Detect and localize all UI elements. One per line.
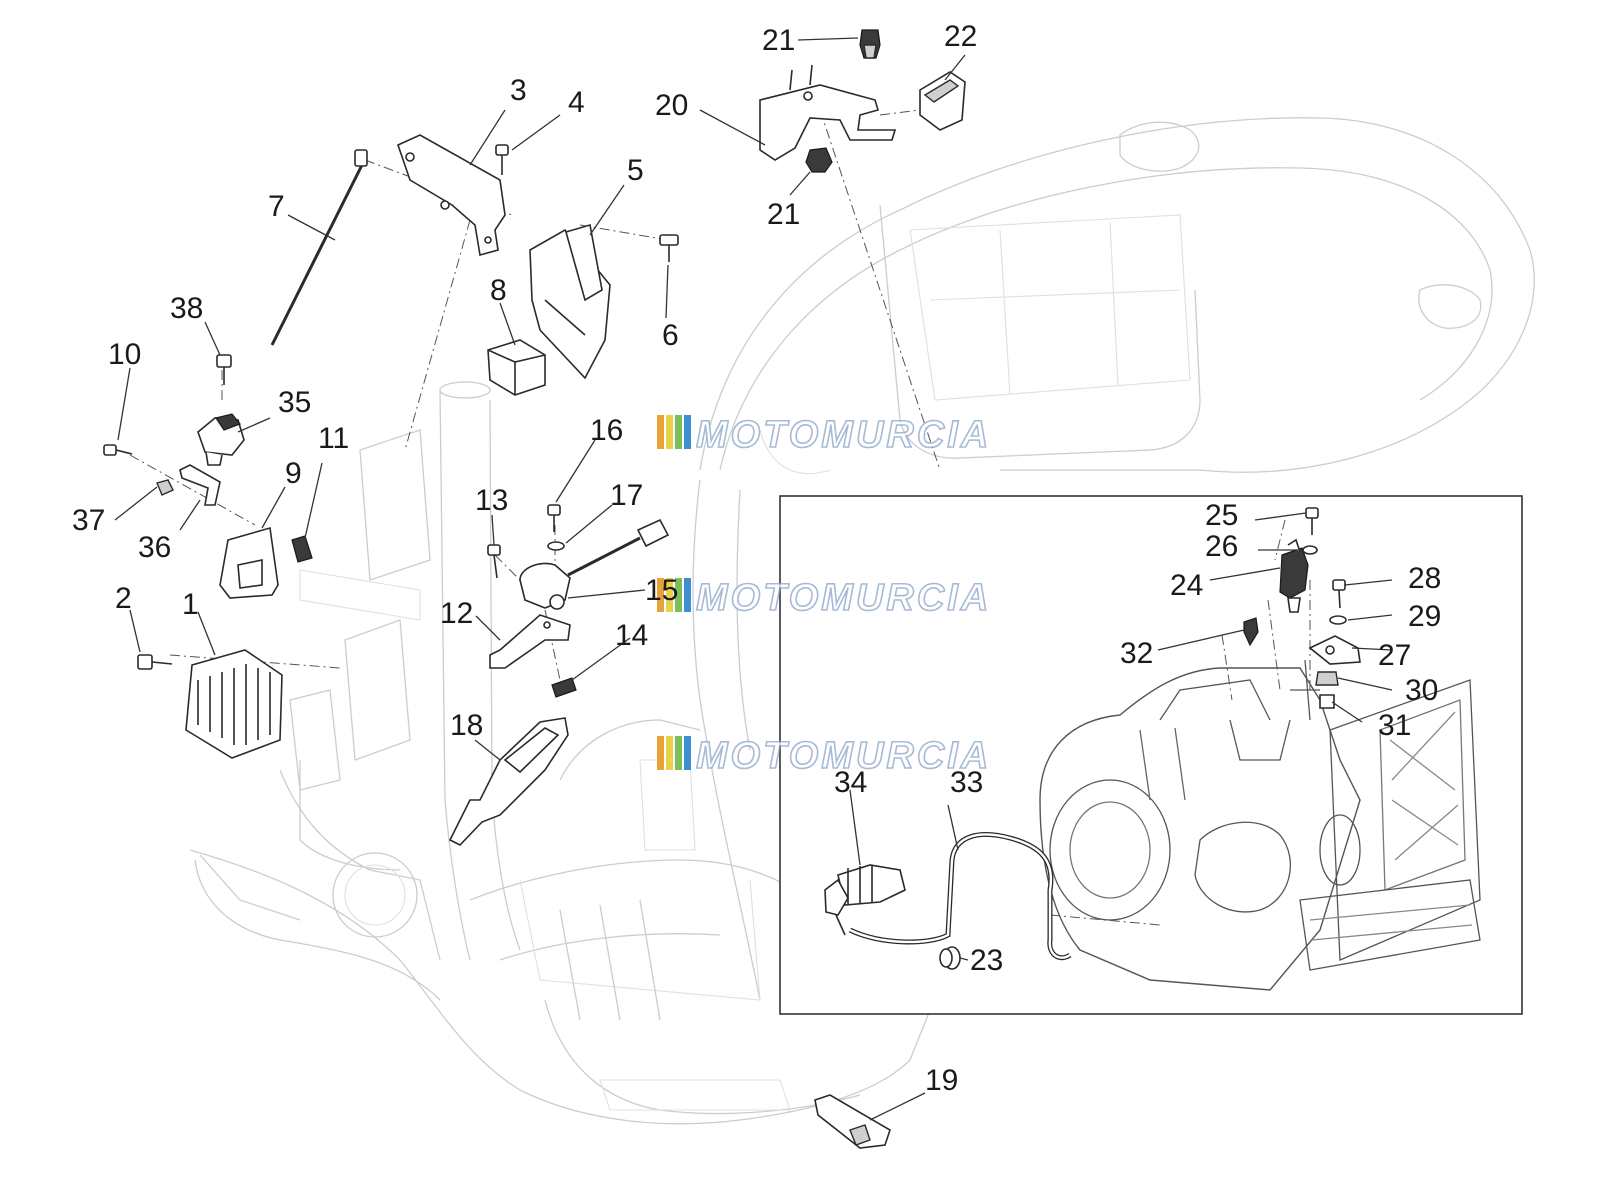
- watermark-stripe: [657, 578, 664, 612]
- callout-36: 36: [138, 531, 171, 564]
- callout-22: 22: [944, 20, 977, 53]
- callout-21-bottom: 21: [767, 198, 800, 231]
- callout-24: 24: [1170, 569, 1203, 602]
- watermark-stripe: [657, 415, 664, 449]
- callout-25: 25: [1205, 499, 1238, 532]
- pressure-switch: [1279, 538, 1309, 613]
- callout-19: 19: [925, 1064, 958, 1097]
- callout-33: 33: [950, 766, 983, 799]
- rubber-grommet: [805, 147, 833, 173]
- grommet: [1315, 671, 1339, 686]
- spacer: [1319, 694, 1335, 709]
- washer: [547, 541, 565, 551]
- screw: [103, 444, 133, 456]
- callout-13: 13: [475, 484, 508, 517]
- watermark-text: MOTOMURCIA: [696, 735, 991, 777]
- watermark-text: MOTOMURCIA: [696, 577, 991, 619]
- callout-6: 6: [662, 319, 679, 352]
- callout-28: 28: [1408, 562, 1441, 595]
- screw: [659, 234, 679, 262]
- bracket-plate: [1308, 635, 1361, 665]
- scooter-body-outline: [189, 117, 1535, 1125]
- callout-12: 12: [440, 597, 473, 630]
- clip: [291, 535, 313, 563]
- watermark-stripe: [666, 415, 673, 449]
- bracket-plate: [219, 526, 279, 599]
- sensor-with-lead: [519, 518, 670, 610]
- breather-tube: [848, 832, 1072, 961]
- watermark-text: MOTOMURCIA: [696, 414, 991, 456]
- engine-inset-frame: [779, 495, 1523, 1015]
- watermark-logo: MOTOMURCIA: [657, 413, 991, 457]
- callout-21-top: 21: [762, 24, 795, 57]
- callout-14: 14: [615, 619, 648, 652]
- watermark-stripe: [684, 578, 691, 612]
- control-unit: [529, 223, 611, 380]
- watermark-stripe: [684, 736, 691, 770]
- callout-8: 8: [490, 274, 507, 307]
- callout-1: 1: [182, 588, 199, 621]
- rubber-grommet: [859, 29, 881, 59]
- callout-20: 20: [655, 89, 688, 122]
- callout-10: 10: [108, 338, 141, 371]
- mounting-bracket: [397, 134, 506, 257]
- cable-clip: [551, 677, 577, 698]
- callout-3: 3: [510, 74, 527, 107]
- engine-assembly: [1039, 659, 1481, 991]
- screw: [216, 354, 232, 385]
- callout-30: 30: [1405, 674, 1438, 707]
- watermark-stripe: [675, 578, 682, 612]
- callout-11: 11: [318, 422, 349, 455]
- cable-tie: [270, 149, 368, 346]
- callout-34: 34: [834, 766, 867, 799]
- watermark-stripe: [675, 736, 682, 770]
- washer: [1329, 615, 1347, 625]
- retainer-clip: [814, 1094, 891, 1149]
- callout-5: 5: [627, 154, 644, 187]
- screw: [495, 144, 509, 175]
- callout-31: 31: [1378, 709, 1411, 742]
- callout-37: 37: [72, 504, 105, 537]
- callout-2: 2: [115, 582, 132, 615]
- callout-7: 7: [268, 190, 285, 223]
- washer: [1302, 545, 1318, 555]
- callout-27: 27: [1378, 639, 1411, 672]
- sensor: [197, 413, 245, 466]
- nut: [156, 479, 174, 496]
- callout-4: 4: [568, 86, 585, 119]
- screw: [547, 504, 561, 532]
- upper-bracket: [759, 64, 897, 161]
- callout-labels: 1 2 3 4 5 6 7 8 9 10 11 12 13 14 15 16 1…: [72, 20, 1441, 1097]
- callout-9: 9: [285, 457, 302, 490]
- relay: [487, 339, 546, 396]
- connector-housing: [919, 71, 966, 131]
- watermark-logo: MOTOMURCIA: [657, 734, 991, 778]
- voltage-regulator: [185, 649, 283, 759]
- sensor-bracket: [489, 614, 571, 669]
- callout-16: 16: [590, 414, 623, 447]
- watermark-stripe: [657, 736, 664, 770]
- callout-29: 29: [1408, 600, 1441, 633]
- watermark-stripe: [666, 578, 673, 612]
- callout-38: 38: [170, 292, 203, 325]
- watermark-stripe: [675, 415, 682, 449]
- callout-18: 18: [450, 709, 483, 742]
- tube-fitting: [824, 864, 906, 936]
- screw: [137, 654, 173, 670]
- callout-15: 15: [645, 574, 678, 607]
- callout-35: 35: [278, 386, 311, 419]
- watermark-logo: MOTOMURCIA: [657, 576, 991, 620]
- leader-lines: [114, 37, 1393, 1121]
- callout-23: 23: [970, 944, 1003, 977]
- small-bracket: [179, 464, 221, 506]
- watermark-stripe: [684, 415, 691, 449]
- screw: [487, 544, 501, 579]
- callout-32: 32: [1120, 637, 1153, 670]
- callout-26: 26: [1205, 530, 1238, 563]
- callout-17: 17: [610, 479, 643, 512]
- watermark-stripe: [666, 736, 673, 770]
- grommet: [939, 946, 961, 970]
- side-cover: [448, 717, 569, 846]
